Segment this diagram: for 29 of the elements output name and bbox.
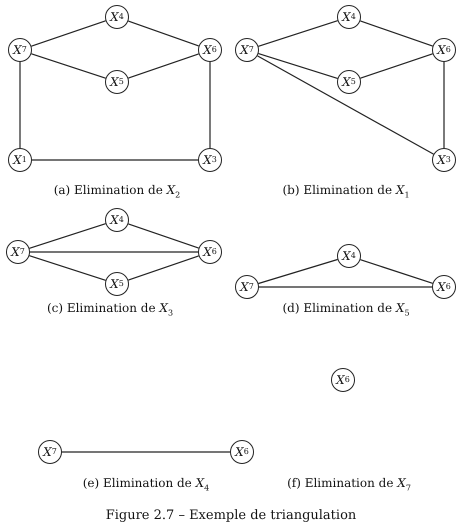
edge-line bbox=[31, 53, 106, 79]
figure-caption: Figure 2.7 – Exemple de triangulation bbox=[104, 508, 358, 523]
edge-line bbox=[209, 62, 211, 148]
edge-line bbox=[30, 251, 198, 253]
edge-line bbox=[31, 20, 106, 47]
edge-line bbox=[259, 286, 432, 288]
subfigure-caption: (e) Elimination de X$_{4}$ bbox=[82, 476, 210, 492]
edge-line bbox=[360, 259, 433, 284]
edge-line bbox=[360, 53, 433, 79]
edge-line bbox=[128, 255, 199, 281]
edge-line bbox=[360, 20, 433, 47]
edge-line bbox=[258, 258, 338, 284]
edge-line bbox=[29, 223, 106, 249]
edge-line bbox=[257, 55, 434, 155]
subfigure-caption: (c) Elimination de X$_{3}$ bbox=[46, 301, 174, 318]
edge-line bbox=[62, 451, 230, 453]
subfigure-caption: (b) Elimination de X$_{1}$ bbox=[281, 183, 411, 200]
subfigure-caption: (f) Elimination de X$_{7}$ bbox=[286, 476, 412, 492]
subfigure-caption: (d) Elimination de X$_{5}$ bbox=[281, 301, 411, 318]
edge-line bbox=[29, 255, 106, 281]
edge-line bbox=[128, 223, 199, 249]
subfigure-caption: (a) Elimination de X$_{2}$ bbox=[52, 183, 182, 200]
edge-line bbox=[19, 62, 21, 148]
edge-line bbox=[258, 20, 338, 47]
edge-line bbox=[128, 53, 199, 79]
edge-line bbox=[258, 53, 338, 79]
edge-line bbox=[443, 62, 445, 148]
edge-line bbox=[128, 20, 199, 47]
edge-line bbox=[32, 159, 198, 161]
